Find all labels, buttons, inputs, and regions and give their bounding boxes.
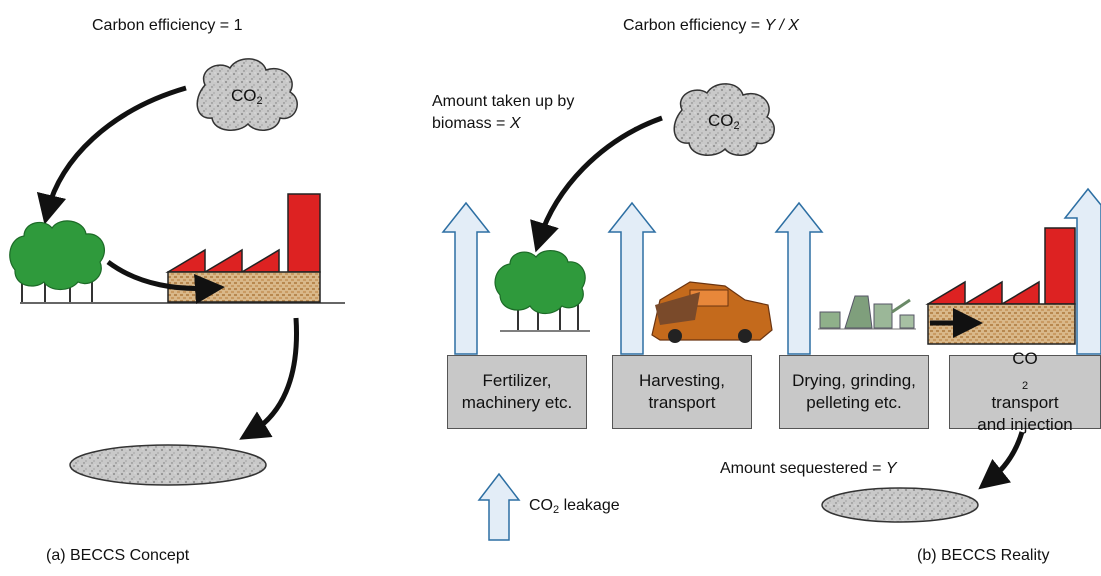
sequestered-label: Amount sequestered = Y (720, 460, 897, 477)
co2-label-right: CO2 (708, 111, 740, 132)
harvester-truck-icon (651, 281, 773, 343)
tree-icon-left (9, 220, 105, 302)
leakage-arrow-1 (441, 201, 491, 355)
process-box-drying: Drying, grinding,pelleting etc. (779, 355, 929, 429)
arrow-injection-to-storage (978, 431, 1025, 490)
arrow-tree-to-factory-left (106, 259, 225, 304)
caption-right: (b) BECCS Reality (917, 547, 1050, 564)
uptake-label-line1: Amount taken up by (432, 93, 575, 110)
co2-label-left: CO2 (231, 86, 263, 107)
left-efficiency-title: Carbon efficiency = 1 (92, 17, 243, 34)
process-box-fertilizer: Fertilizer,machinery etc. (447, 355, 587, 429)
tree-icon-right (494, 249, 590, 332)
factory-icon-left (165, 193, 321, 303)
uptake-label-line2: biomass = X (432, 115, 521, 132)
legend-leakage-label: CO2 leakage (529, 497, 620, 516)
storage-reservoir-right (821, 487, 979, 523)
leakage-arrow-3 (774, 201, 824, 355)
leakage-arrow-2 (607, 201, 657, 355)
leakage-arrow-4 (1063, 187, 1101, 355)
arrow-cloud-to-tree-left (36, 85, 187, 225)
right-efficiency-title: Carbon efficiency = Y / X (623, 17, 799, 34)
co2-cloud-right (673, 83, 775, 156)
process-box-harvesting: Harvesting,transport (612, 355, 752, 429)
factory-icon-right (925, 227, 1076, 345)
caption-left: (a) BECCS Concept (46, 547, 190, 564)
legend-leakage-arrow (477, 472, 521, 541)
arrow-cloud-to-tree-right (530, 115, 663, 253)
co2-cloud-left (196, 58, 298, 131)
pelleting-machinery-icon (818, 295, 916, 330)
storage-reservoir-left (69, 444, 267, 486)
arrow-factory-to-storage-left (239, 317, 300, 440)
